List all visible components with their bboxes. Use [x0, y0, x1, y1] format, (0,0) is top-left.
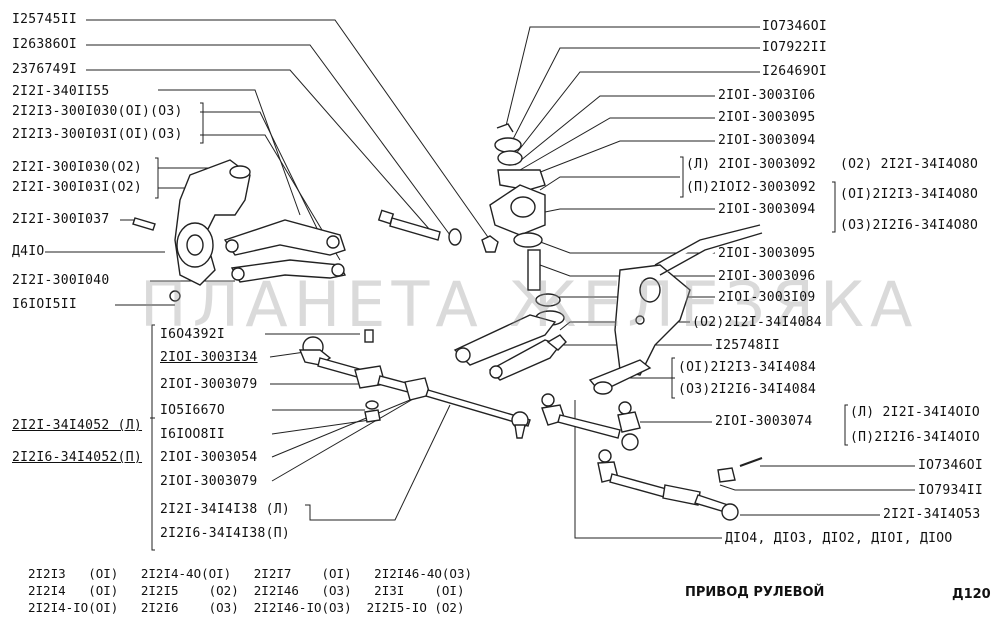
right-label-4: 2IOI-3003I06	[718, 88, 816, 103]
right-label-9: 2IOI-3003094	[718, 202, 816, 217]
lower-right-label-1: IO7346OI	[918, 458, 984, 473]
model-row-3: 2I2I4-IO(OI) 2I2I6 (O3) 2I2I46-IO(O3) 2I…	[28, 600, 465, 615]
right-label-11: 2IOI-3003096	[718, 269, 816, 284]
right-label-8: (П)2IOI2-3003092	[686, 180, 817, 195]
right-label-10: 2IOI-3003095	[718, 246, 816, 261]
right-label-6: 2IOI-3003094	[718, 133, 816, 148]
left-label-6: 2I2I3-300I03I(OI)(O3)	[12, 127, 183, 142]
left-label-12: I6IOI5II	[12, 297, 78, 312]
lower-right-label-2: IO7934II	[918, 483, 984, 498]
tie-rod-label-1: (Л) 2I2I-34I4OIO	[850, 405, 981, 420]
center-label-4: IO5I667O	[160, 403, 226, 418]
center-label-1: I6O4392I	[160, 327, 226, 342]
right-label-2: IO7922II	[762, 40, 828, 55]
right-label-16: (O3)2I2I6-34I4084	[678, 382, 817, 397]
tie-rod-label-2: (П)2I2I6-34I4OIO	[850, 430, 981, 445]
left-label-9: 2I2I-300I037	[12, 212, 110, 227]
far-right-label-3: (O3)2I2I6-34I4O8O	[840, 218, 979, 233]
right-label-3: I26469OI	[762, 64, 828, 79]
right-label-14: I25748II	[715, 338, 781, 353]
center-label-2: 2IOI-3003I34	[160, 350, 258, 365]
center-label-8: 2I2I-34I4I38 (Л)	[160, 502, 291, 517]
right-label-17: 2IOI-3003074	[715, 414, 813, 429]
right-label-12: 2IOI-3003I09	[718, 290, 816, 305]
side-label-1: 2I2I-34I4052 (Л)	[12, 418, 143, 433]
center-label-5: I6IOO8II	[160, 427, 226, 442]
right-label-1: IO7346OI	[762, 19, 828, 34]
left-label-7: 2I2I-300I030(O2)	[12, 160, 143, 175]
model-row-2: 2I2I4 (OI) 2I2I5 (O2) 2I2I46 (O3) 2I3I (…	[28, 583, 465, 598]
center-label-3: 2IOI-3003079	[160, 377, 258, 392]
center-label-6: 2IOI-3003054	[160, 450, 258, 465]
left-label-11: 2I2I-300I040	[12, 273, 110, 288]
left-label-4: 2I2I-340II55	[12, 84, 110, 99]
left-label-10: Д4IO	[12, 244, 45, 259]
lower-right-label-4: ДIO4, ДIO3, ДIO2, ДIOI, ДIOO	[725, 531, 953, 546]
left-label-2: I26386OI	[12, 37, 78, 52]
left-label-8: 2I2I-300I03I(O2)	[12, 180, 143, 195]
far-right-label-1: (O2) 2I2I-34I4O8O	[840, 157, 979, 172]
lower-right-label-3: 2I2I-34I4O53	[883, 507, 981, 522]
model-row-1: 2I2I3 (OI) 2I2I4-4O(OI) 2I2I7 (OI) 2I2I4…	[28, 566, 473, 581]
left-label-1: I25745II	[12, 12, 78, 27]
diagram-title: ПРИВОД РУЛЕВОЙ	[685, 585, 825, 600]
page-number: Д120	[952, 587, 991, 602]
right-label-7: (Л) 2IOI-3003092	[686, 157, 817, 172]
right-label-15: (OI)2I2I3-34I4084	[678, 360, 817, 375]
left-label-3: 2376749I	[12, 62, 78, 77]
center-label-7: 2IOI-3003079	[160, 474, 258, 489]
side-label-2: 2I2I6-34I4052(П)	[12, 450, 143, 465]
left-label-5: 2I2I3-300I030(OI)(O3)	[12, 104, 183, 119]
right-label-5: 2IOI-3003095	[718, 110, 816, 125]
center-label-9: 2I2I6-34I4I38(П)	[160, 526, 291, 541]
far-right-label-2: (OI)2I2I3-34I4O8O	[840, 187, 979, 202]
right-label-13: (O2)2I2I-34I4084	[692, 315, 823, 330]
